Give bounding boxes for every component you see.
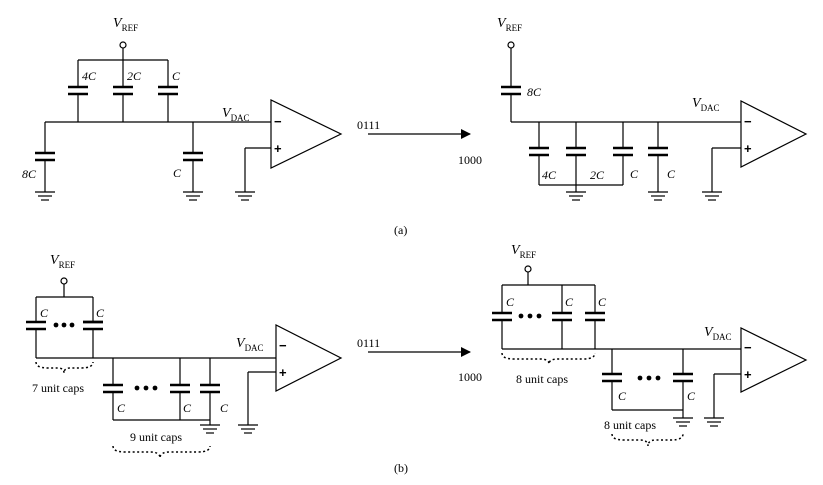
minus-sign: − [744, 114, 752, 129]
panel-b-right-circuit: VREF C C C VDAC 8 unit caps [492, 243, 808, 447]
vref-node [524, 265, 532, 273]
brace-8-unit-top [501, 352, 596, 365]
ground-icon [704, 417, 724, 427]
cap-label-term: C [667, 167, 676, 181]
comparator [275, 324, 343, 392]
minus-sign: − [274, 114, 282, 129]
ground-icon [673, 417, 693, 427]
minus-sign: − [279, 338, 287, 353]
cap-label-4c: 4C [542, 168, 557, 182]
vdac-label: VDAC [222, 106, 250, 123]
cap-label-8c: 8C [22, 167, 37, 181]
cap-label-c: C [630, 167, 639, 181]
ground-icon [702, 191, 722, 201]
code-before-b: 0111 [357, 336, 380, 350]
vref-label: VREF [50, 253, 75, 270]
panel-a-right-circuit: VREF 8C VDAC 4C 2C C C [497, 16, 808, 201]
panel-a-left-circuit: VREF 4C 2C C VDAC 8C [22, 16, 343, 201]
cap-label-4c: 4C [82, 69, 97, 83]
plus-sign: + [279, 365, 287, 380]
cap-label-8c: 8C [527, 85, 542, 99]
cap-label-2c: 2C [127, 69, 142, 83]
code-before-a: 0111 [357, 118, 380, 132]
ground-icon [35, 191, 55, 201]
vref-node [507, 41, 515, 49]
group-label-9-unit: 9 unit caps [130, 430, 182, 444]
comparator [740, 100, 808, 168]
plus-sign: + [274, 141, 282, 156]
ground-icon [200, 424, 220, 434]
vdac-label: VDAC [236, 336, 264, 353]
comparator [740, 327, 808, 393]
vref-label: VREF [511, 243, 536, 260]
group-label-8-unit-top: 8 unit caps [516, 372, 568, 386]
vref-label: VREF [497, 16, 522, 33]
cap-label: C [96, 306, 105, 320]
caption-b: (b) [394, 461, 408, 475]
vref-node [119, 41, 127, 49]
group-label-8-unit-bottom: 8 unit caps [604, 418, 656, 432]
plus-sign: + [744, 367, 752, 382]
ground-icon [648, 191, 668, 201]
cap-label: C [618, 389, 627, 403]
ground-icon [566, 191, 586, 201]
code-after-b: 1000 [458, 370, 482, 384]
ground-icon [235, 191, 255, 201]
code-after-a: 1000 [458, 153, 482, 167]
vdac-label: VDAC [692, 96, 720, 113]
ellipsis-dots [134, 385, 158, 391]
cap-label: C [565, 295, 574, 309]
vdac-label: VDAC [704, 325, 732, 342]
group-label-7-unit: 7 unit caps [32, 381, 84, 395]
cap-label: C [506, 295, 515, 309]
brace-9-unit [112, 445, 211, 459]
panel-b-left-circuit: VREF C C VDAC 7 unit caps [26, 253, 343, 459]
vref-label: VREF [113, 16, 138, 33]
cap-label: C [687, 389, 696, 403]
cap-label: C [40, 306, 49, 320]
ellipsis-dots [518, 313, 542, 319]
brace-8-unit-bottom [611, 433, 684, 447]
plus-sign: + [744, 141, 752, 156]
cap-label-2c: 2C [590, 168, 605, 182]
vref-node [60, 277, 68, 285]
cap-label: C [598, 295, 607, 309]
cap-label-c: C [172, 69, 181, 83]
transition-arrow-a: 0111 1000 [357, 118, 482, 167]
transition-arrow-b: 0111 1000 [357, 336, 482, 384]
ground-icon [183, 191, 203, 201]
cap-label: C [117, 401, 126, 415]
comparator [270, 99, 343, 169]
minus-sign: − [744, 340, 752, 355]
cap-label: C [183, 401, 192, 415]
cap-label-term: C [173, 166, 182, 180]
ground-icon [238, 424, 258, 434]
ellipsis-dots [53, 322, 75, 328]
brace-7-unit [35, 361, 94, 374]
caption-a: (a) [394, 223, 407, 237]
ellipsis-dots [637, 375, 661, 381]
cap-label: C [220, 401, 229, 415]
